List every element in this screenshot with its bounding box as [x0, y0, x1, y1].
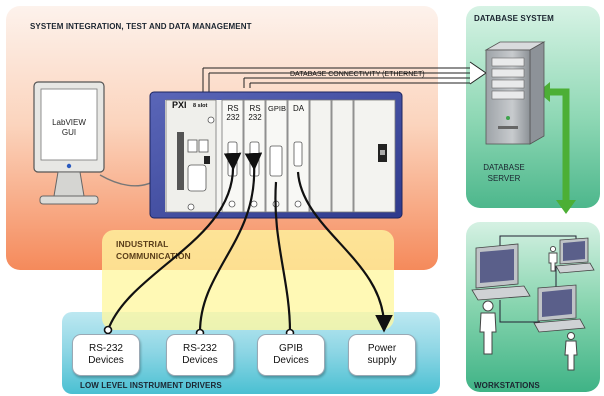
device-label: RS-232 Devices — [88, 343, 124, 366]
chassis-slots-label: 8 slot — [193, 103, 208, 109]
monitor-icon — [33, 81, 161, 205]
connectivity-label: DATABASE CONNECTIVITY (ETHERNET) — [290, 71, 425, 78]
person-icon — [564, 332, 578, 371]
person-icon — [548, 245, 558, 272]
communication-band — [102, 230, 394, 330]
module-label-da: DA — [292, 104, 305, 113]
device-gpib: GPIB Devices — [257, 334, 325, 376]
workstation-icon — [471, 243, 531, 301]
device-rs232-2: RS-232 Devices — [166, 334, 234, 376]
module-label-rs232-2: RS 232 — [248, 104, 262, 122]
chassis-name: PXI — [172, 100, 187, 110]
server-label: DATABASE SERVER — [483, 163, 525, 183]
device-power-supply: Power supply — [348, 334, 416, 376]
workstations-title: WORKSTATIONS — [474, 381, 540, 390]
person-icon — [479, 300, 497, 355]
workstation-icon — [533, 284, 586, 333]
device-label: Power supply — [367, 343, 397, 366]
device-rs232-1: RS-232 Devices — [72, 334, 140, 376]
device-label: RS-232 Devices — [182, 343, 218, 366]
monitor-screen-text: LabVIEW GUI — [52, 118, 86, 137]
server-icon — [484, 41, 546, 145]
workstation-icon — [555, 237, 595, 274]
module-label-gpib: GPIB — [268, 104, 286, 113]
module-label-rs232-1: RS 232 — [226, 104, 240, 122]
instrument-wires — [106, 152, 393, 333]
integration-title: SYSTEM INTEGRATION, TEST AND DATA MANAGE… — [30, 22, 252, 31]
database-title: DATABASE SYSTEM — [474, 14, 554, 23]
drivers-title: LOW LEVEL INSTRUMENT DRIVERS — [80, 381, 222, 390]
device-label: GPIB Devices — [273, 343, 309, 366]
communication-title: INDUSTRIAL COMMUNICATION — [116, 239, 191, 261]
pxi-chassis — [149, 91, 403, 219]
